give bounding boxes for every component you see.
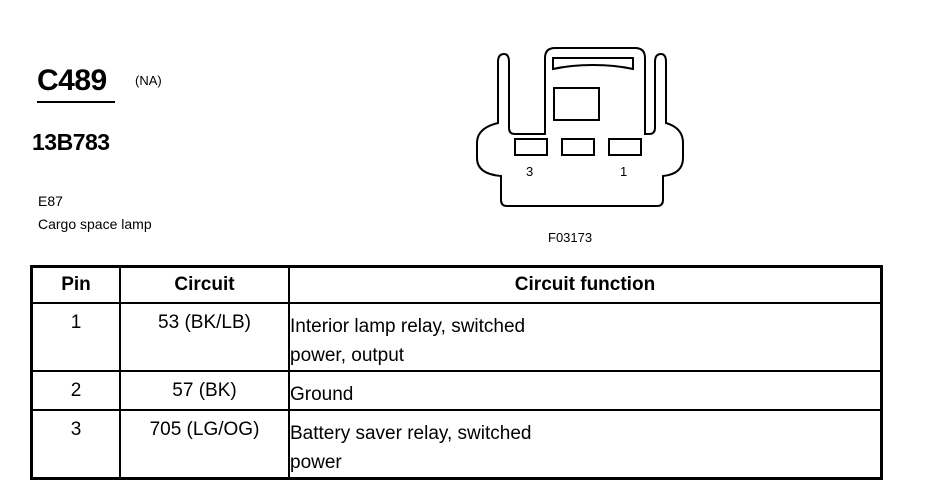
pin-cavity-2 bbox=[561, 138, 595, 156]
connector-id: C489 bbox=[37, 64, 107, 97]
pin-table: Pin Circuit Circuit function 1 53 (BK/LB… bbox=[30, 265, 883, 480]
table-header-row: Pin Circuit Circuit function bbox=[30, 265, 883, 304]
function-line: Battery saver relay, switched bbox=[290, 423, 532, 444]
table-row: 3 705 (LG/OG) Battery saver relay, switc… bbox=[30, 409, 883, 480]
pin-label-3: 3 bbox=[526, 164, 533, 179]
component-name: Cargo space lamp bbox=[38, 216, 152, 232]
connector-housing bbox=[476, 47, 684, 207]
connector-key bbox=[553, 87, 600, 121]
part-number: 13B783 bbox=[32, 129, 110, 155]
table-row: 1 53 (BK/LB) Interior lamp relay, switch… bbox=[30, 302, 883, 372]
pin-cavity-1 bbox=[608, 138, 642, 156]
pin-cell: 2 bbox=[30, 370, 121, 411]
connector-id-underline bbox=[37, 101, 115, 103]
function-line: power, output bbox=[290, 345, 405, 366]
pin-cell: 3 bbox=[30, 409, 121, 480]
function-line: Interior lamp relay, switched bbox=[290, 316, 526, 337]
function-cell: Interior lamp relay, switched power, out… bbox=[288, 302, 883, 372]
function-line: power bbox=[290, 452, 342, 473]
connector-latch bbox=[552, 57, 634, 71]
circuit-cell: 705 (LG/OG) bbox=[119, 409, 290, 480]
connector-face-diagram: 3 1 bbox=[476, 47, 684, 207]
pin-cavity-3 bbox=[514, 138, 548, 156]
function-cell: Battery saver relay, switched power bbox=[288, 409, 883, 480]
figure-reference: F03173 bbox=[548, 230, 593, 245]
function-line: Ground bbox=[290, 384, 354, 405]
column-header-circuit: Circuit bbox=[119, 265, 290, 304]
column-header-pin: Pin bbox=[30, 265, 121, 304]
circuit-cell: 57 (BK) bbox=[119, 370, 290, 411]
component-code: E87 bbox=[38, 193, 63, 209]
table-row: 2 57 (BK) Ground bbox=[30, 370, 883, 411]
column-header-function: Circuit function bbox=[288, 265, 883, 304]
function-cell: Ground bbox=[288, 370, 883, 411]
pin-label-1: 1 bbox=[620, 164, 627, 179]
pin-cell: 1 bbox=[30, 302, 121, 372]
circuit-cell: 53 (BK/LB) bbox=[119, 302, 290, 372]
connector-variant: (NA) bbox=[135, 73, 162, 88]
